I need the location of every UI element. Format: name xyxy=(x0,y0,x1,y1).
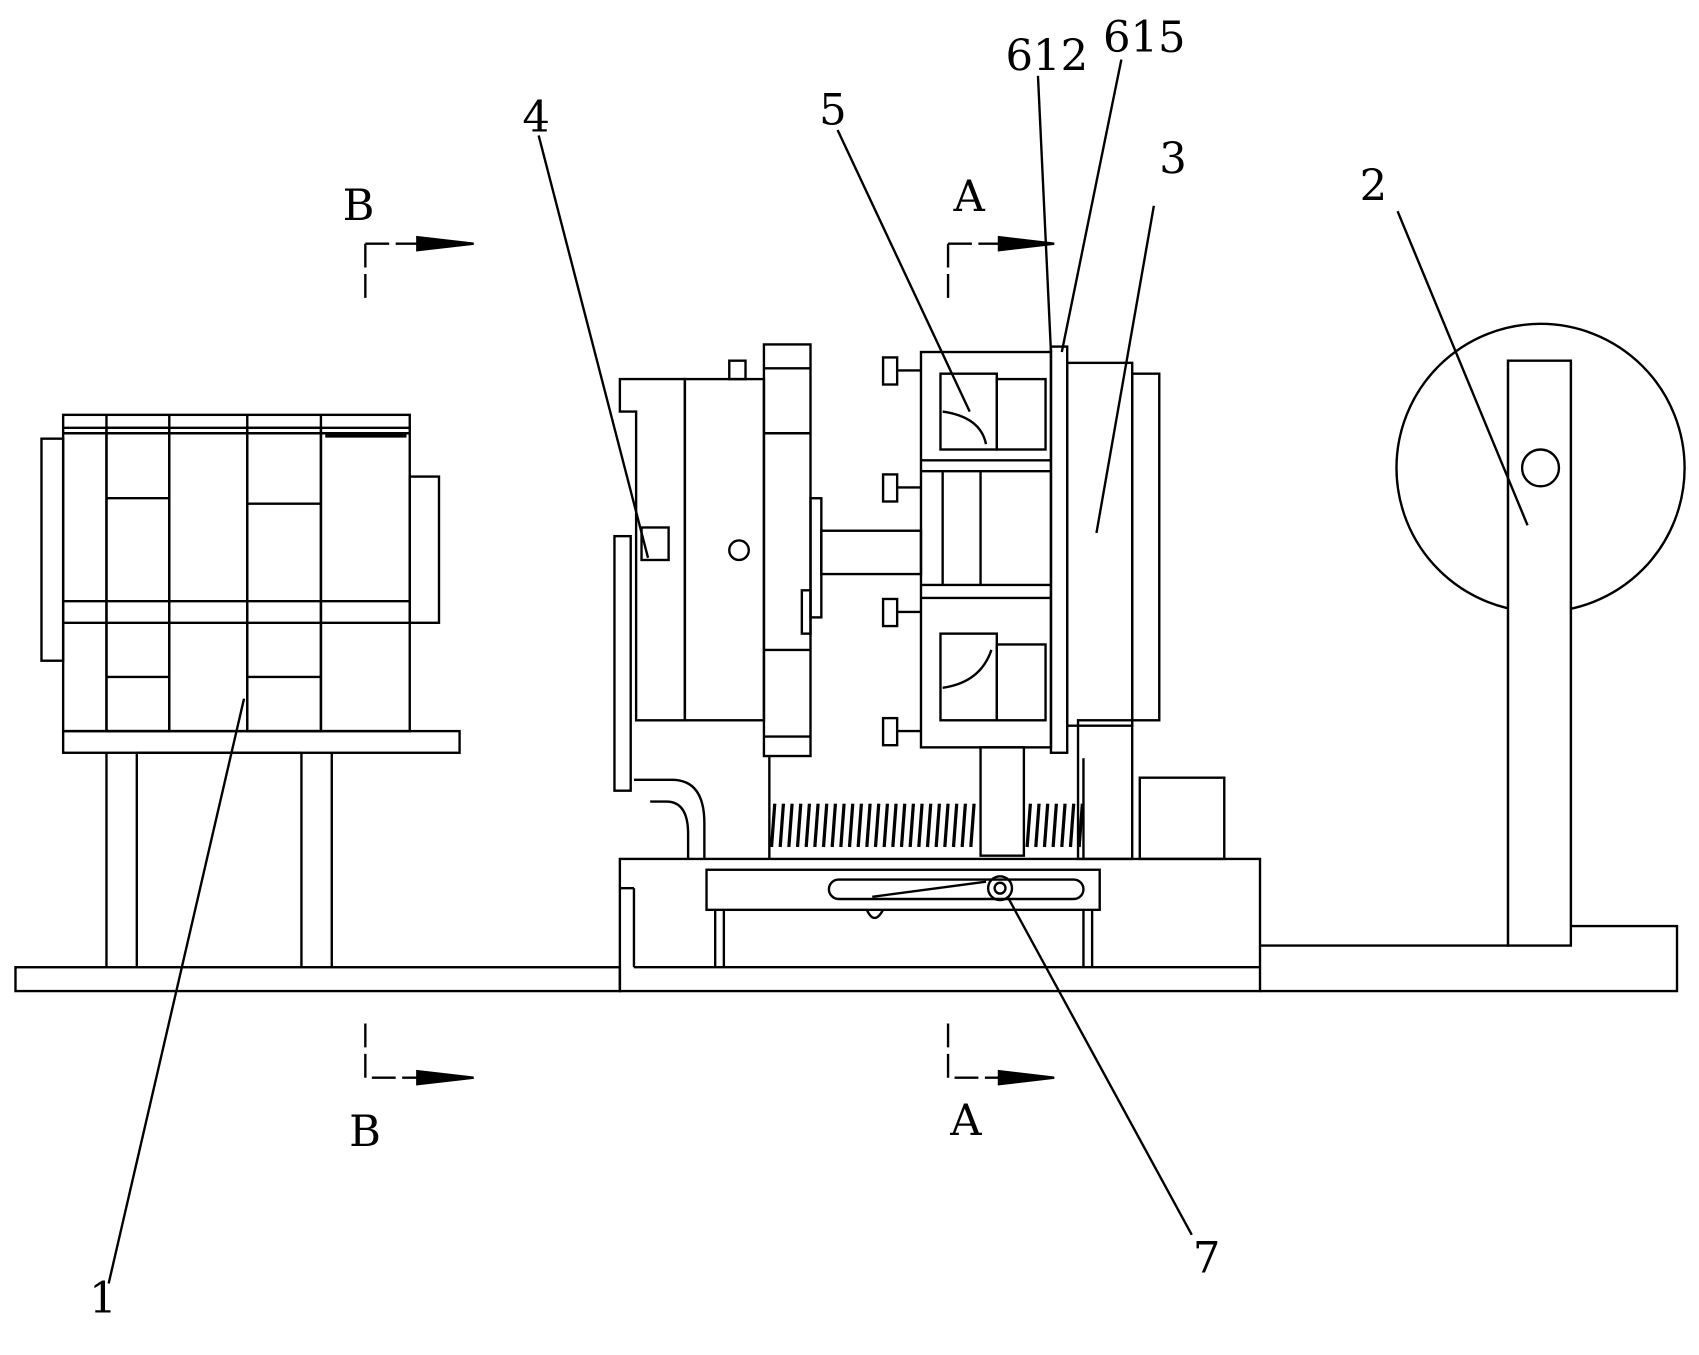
screw-thread xyxy=(875,804,878,847)
screw-thread xyxy=(806,804,809,847)
section-a-bottom: A xyxy=(949,1096,982,1146)
screw-thread xyxy=(789,804,792,847)
screw-thread xyxy=(971,804,974,847)
screw-thread xyxy=(1044,804,1047,847)
section-b-bottom: B xyxy=(349,1107,381,1157)
screw-thread xyxy=(867,804,870,847)
screw-thread xyxy=(901,804,904,847)
adjusting-pin-center xyxy=(995,883,1006,894)
label-2: 2 xyxy=(1360,161,1388,211)
screw-thread xyxy=(936,804,939,847)
screw-thread xyxy=(1070,804,1073,847)
screw-thread xyxy=(780,804,783,847)
screw-thread xyxy=(772,804,775,847)
section-b-top: B xyxy=(343,181,375,231)
label-7: 7 xyxy=(1193,1234,1221,1284)
screw-thread xyxy=(832,804,835,847)
screw-thread xyxy=(1027,804,1030,847)
screw-thread xyxy=(893,804,896,847)
screw-thread xyxy=(1053,804,1056,847)
label-615: 615 xyxy=(1103,13,1186,63)
screw-thread xyxy=(884,804,887,847)
screw-thread xyxy=(850,804,853,847)
screw-thread xyxy=(798,804,801,847)
label-4: 4 xyxy=(522,93,550,143)
label-3: 3 xyxy=(1159,134,1187,184)
screw-thread xyxy=(962,804,965,847)
screw-thread xyxy=(815,804,818,847)
screw-thread xyxy=(841,804,844,847)
screw-thread xyxy=(945,804,948,847)
screw-thread xyxy=(953,804,956,847)
screw-thread xyxy=(910,804,913,847)
screw-thread xyxy=(927,804,930,847)
label-1: 1 xyxy=(89,1274,117,1324)
screw-thread xyxy=(824,804,827,847)
lead-screw xyxy=(772,804,1083,847)
section-marks xyxy=(365,237,1054,1084)
screw-thread xyxy=(858,804,861,847)
slide-plate xyxy=(707,870,1100,967)
screw-thread xyxy=(1036,804,1039,847)
bolts xyxy=(883,357,921,745)
screw-thread xyxy=(1079,804,1082,847)
winding-reel xyxy=(1396,324,1684,946)
section-a-top: A xyxy=(952,172,985,222)
unwinding-unit xyxy=(41,415,459,967)
label-5: 5 xyxy=(819,86,847,136)
forming-machine xyxy=(614,344,1224,858)
label-612: 612 xyxy=(1005,31,1088,81)
screw-thread xyxy=(1062,804,1065,847)
screw-thread xyxy=(919,804,922,847)
